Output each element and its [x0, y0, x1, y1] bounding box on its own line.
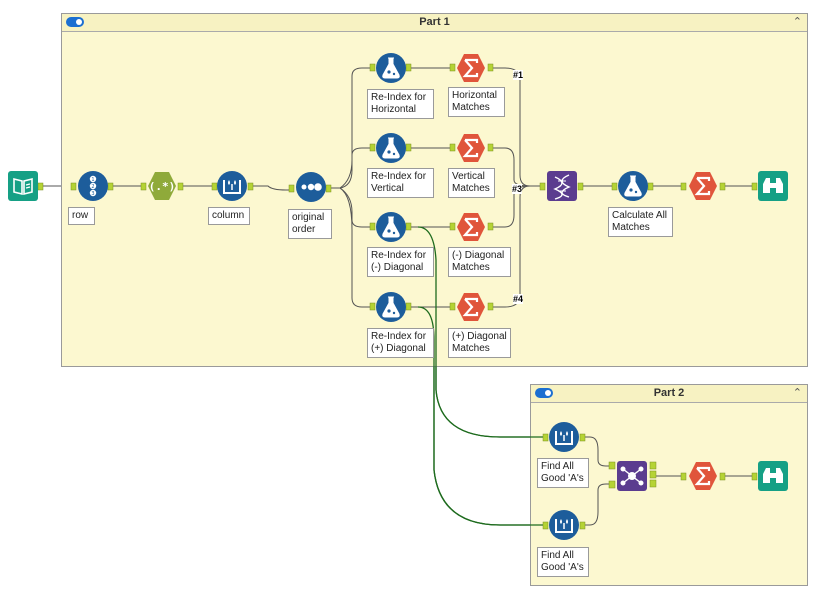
union-tool[interactable] — [547, 171, 577, 201]
filter-tool-column[interactable] — [217, 171, 247, 201]
summarize-icon — [457, 134, 485, 162]
annotation-row: row — [68, 207, 95, 225]
summarize-tool-part2[interactable] — [688, 461, 718, 491]
annotation-original-order: original order — [288, 209, 332, 239]
container-header: Part 2 ⌃ — [531, 385, 807, 403]
filter-icon — [549, 510, 579, 540]
annotation-reindex-horizontal: Re-Index for Horizontal — [367, 89, 434, 119]
record-id-tool[interactable]: 1 2 3 — [78, 171, 108, 201]
svg-text:(.*): (.*) — [149, 180, 176, 193]
browse-icon — [758, 171, 788, 201]
annotation-find-good-a-1: Find All Good 'A's — [537, 458, 589, 488]
container-header: Part 1 ⌃ — [62, 14, 807, 32]
annotation-reindex-neg-diagonal: Re-Index for (-) Diagonal — [367, 247, 434, 277]
formula-tool-vertical[interactable] — [376, 133, 406, 163]
annotation-reindex-vertical: Re-Index for Vertical — [367, 168, 434, 198]
record-id-icon: 1 2 3 — [78, 171, 108, 201]
annotation-find-good-a-2: Find All Good 'A's — [537, 547, 589, 577]
browse-icon — [758, 461, 788, 491]
summarize-tool-horizontal[interactable] — [456, 53, 486, 83]
join-tool[interactable] — [617, 461, 647, 491]
regex-icon: (.*) — [148, 172, 176, 200]
sort-tool[interactable] — [296, 172, 326, 202]
collapse-chevron-icon[interactable]: ⌃ — [792, 16, 802, 28]
formula-tool-calculate[interactable] — [618, 171, 648, 201]
union-icon — [547, 171, 577, 201]
annotation-vertical-matches: Vertical Matches — [448, 168, 495, 198]
browse-tool-part1[interactable] — [758, 171, 788, 201]
summarize-tool-pos-diagonal[interactable] — [456, 292, 486, 322]
summarize-tool-total[interactable] — [688, 171, 718, 201]
formula-tool-neg-diagonal[interactable] — [376, 212, 406, 242]
toggle-switch-icon[interactable] — [66, 17, 84, 27]
svg-text:2: 2 — [91, 184, 94, 190]
annotation-calculate-all: Calculate All Matches — [608, 207, 673, 237]
text-input-icon — [8, 171, 38, 201]
browse-tool-part2[interactable] — [758, 461, 788, 491]
annotation-pos-diagonal-matches: (+) Diagonal Matches — [448, 328, 511, 358]
formula-tool-horizontal[interactable] — [376, 53, 406, 83]
container-title: Part 1 — [419, 16, 450, 28]
collapse-chevron-icon[interactable]: ⌃ — [792, 387, 802, 399]
svg-text:3: 3 — [91, 191, 94, 197]
join-icon — [617, 461, 647, 491]
annotation-horizontal-matches: Horizontal Matches — [448, 87, 505, 117]
toggle-switch-icon[interactable] — [535, 388, 553, 398]
summarize-icon — [457, 213, 485, 241]
filter-tool-good-a-1[interactable] — [549, 422, 579, 452]
summarize-icon — [457, 54, 485, 82]
annotation-reindex-pos-diagonal: Re-Index for (+) Diagonal — [367, 328, 434, 358]
filter-icon — [217, 171, 247, 201]
formula-tool-pos-diagonal[interactable] — [376, 292, 406, 322]
sort-icon — [296, 172, 326, 202]
connection-label-4: #4 — [513, 294, 524, 304]
summarize-tool-neg-diagonal[interactable] — [456, 212, 486, 242]
summarize-icon — [457, 293, 485, 321]
connection-label-3: #3 — [512, 184, 523, 194]
filter-icon — [549, 422, 579, 452]
formula-icon — [376, 133, 406, 163]
summarize-icon — [689, 172, 717, 200]
formula-icon — [376, 53, 406, 83]
annotation-neg-diagonal-matches: (-) Diagonal Matches — [448, 247, 511, 277]
annotation-column: column — [208, 207, 250, 225]
summarize-icon — [689, 462, 717, 490]
formula-icon — [376, 292, 406, 322]
container-title: Part 2 — [653, 387, 685, 399]
summarize-tool-vertical[interactable] — [456, 133, 486, 163]
formula-icon — [376, 212, 406, 242]
filter-tool-good-a-2[interactable] — [549, 510, 579, 540]
text-input-tool[interactable] — [8, 171, 38, 201]
svg-text:1: 1 — [91, 177, 94, 183]
regex-tool[interactable]: (.*) — [147, 171, 177, 201]
formula-icon — [618, 171, 648, 201]
connection-label-1: #1 — [513, 70, 524, 80]
